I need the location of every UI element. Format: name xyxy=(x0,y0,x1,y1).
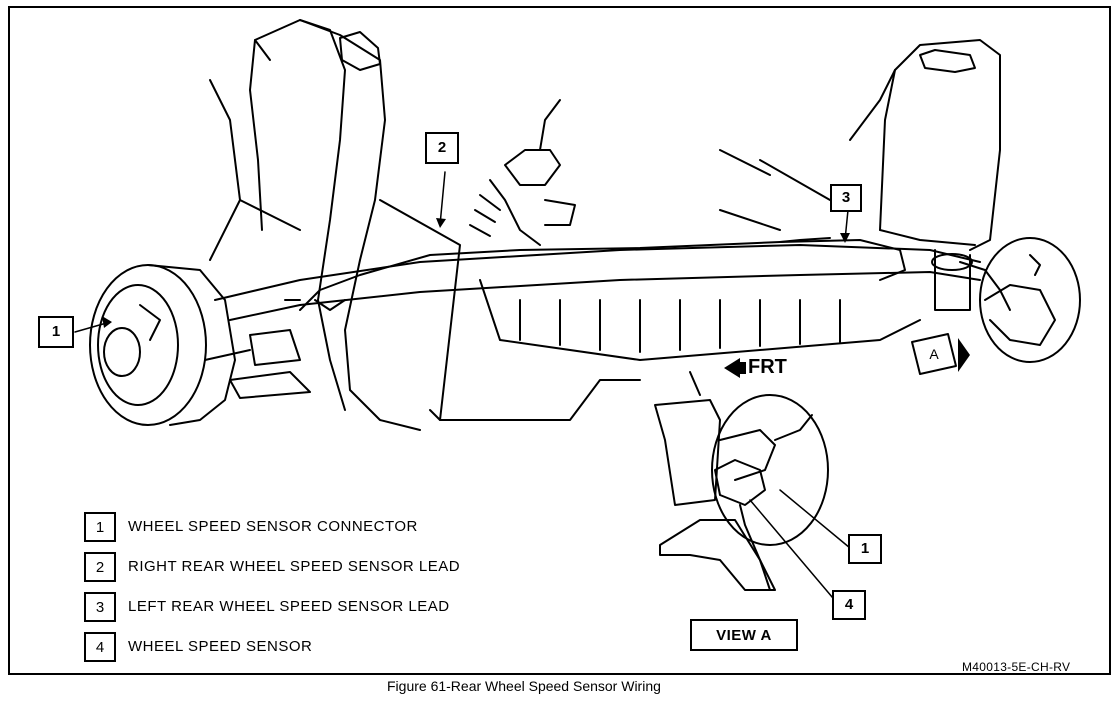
callout-3-main: 3 xyxy=(830,184,862,212)
reference-code: M40013-5E-CH-RV xyxy=(962,660,1071,674)
floor-pan xyxy=(379,149,973,421)
leader-lines xyxy=(74,171,851,605)
callout-1-view-a: 1 xyxy=(848,534,882,564)
callout-2-arrowhead xyxy=(436,218,446,228)
view-a-label: VIEW A xyxy=(690,619,798,651)
right-fender xyxy=(849,39,1001,251)
legend-number: 1 xyxy=(84,512,116,542)
legend-number: 4 xyxy=(84,632,116,662)
callout-3-arrowhead xyxy=(840,233,850,243)
right-brake-assembly xyxy=(979,237,1081,363)
view-direction-arrow-icon xyxy=(958,338,970,372)
figure-caption: Figure 61-Rear Wheel Speed Sensor Wiring xyxy=(387,678,661,694)
legend-text: WHEEL SPEED SENSOR xyxy=(128,638,313,655)
legend-text: LEFT REAR WHEEL SPEED SENSOR LEAD xyxy=(128,598,450,615)
left-wheel-well xyxy=(209,19,421,431)
front-arrow-icon xyxy=(724,358,740,378)
legend-text: WHEEL SPEED SENSOR CONNECTOR xyxy=(128,518,418,535)
sensor-leads xyxy=(284,237,1011,311)
callout-4-view-a: 4 xyxy=(832,590,866,620)
legend-number: 2 xyxy=(84,552,116,582)
callout-1-main: 1 xyxy=(38,316,74,348)
callout-2-main: 2 xyxy=(425,132,459,164)
front-label: FRT xyxy=(748,356,787,378)
legend-text: RIGHT REAR WHEEL SPEED SENSOR LEAD xyxy=(128,558,461,575)
figure-frame xyxy=(8,6,1111,675)
brake-junction xyxy=(469,99,576,246)
callout-1-arrowhead xyxy=(102,316,112,328)
view-a-detail xyxy=(654,371,829,591)
left-brake-drum xyxy=(89,264,236,426)
view-a-tag-frame xyxy=(911,333,957,375)
front-arrow-icon-tail xyxy=(740,362,746,374)
legend-number: 3 xyxy=(84,592,116,622)
view-a-tag: A xyxy=(929,346,939,362)
axle-tube xyxy=(204,244,981,399)
